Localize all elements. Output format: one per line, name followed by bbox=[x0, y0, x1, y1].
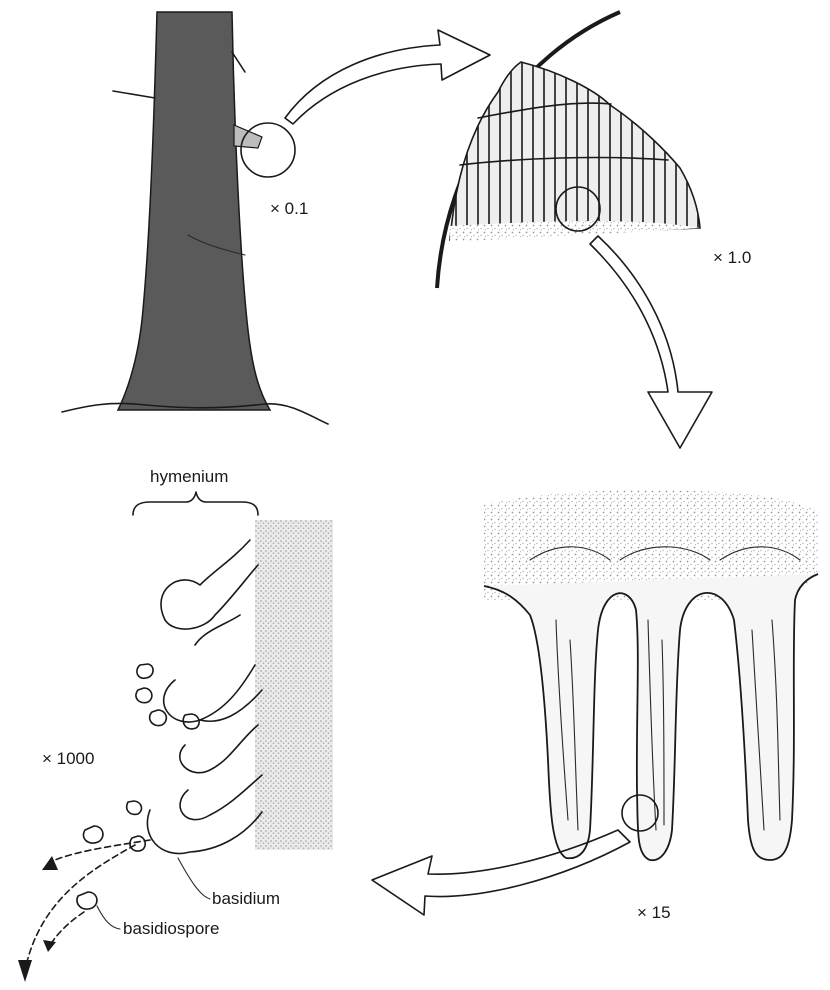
basidia-cells bbox=[147, 540, 262, 854]
tree-trunk bbox=[118, 12, 270, 410]
tree-panel: × 0.1 bbox=[62, 12, 328, 424]
bracket-panel: × 1.0 bbox=[437, 12, 751, 288]
released-spore-2 bbox=[77, 892, 97, 909]
hymenium-bracket bbox=[133, 492, 258, 515]
label-basidium: basidium bbox=[212, 889, 280, 908]
bracket-fungus-body bbox=[450, 62, 700, 240]
arrow-pores-to-hymenium bbox=[372, 830, 630, 915]
label-hymenium: hymenium bbox=[150, 467, 228, 486]
pores-panel: × 15 bbox=[484, 490, 818, 922]
released-spore-1 bbox=[83, 826, 102, 843]
tissue-stipple bbox=[255, 520, 333, 850]
spore-trajectory-1 bbox=[55, 840, 150, 860]
branch-stub-left bbox=[113, 91, 155, 98]
magnification-label-tree: × 0.1 bbox=[270, 199, 308, 218]
arrow-bracket-to-pores bbox=[590, 236, 712, 448]
basidiospore-leader-line bbox=[97, 906, 120, 929]
magnification-label-bracket: × 1.0 bbox=[713, 248, 751, 267]
arrowhead-3 bbox=[43, 940, 56, 952]
label-basidiospore: basidiospore bbox=[123, 919, 219, 938]
magnification-label-pores: × 15 bbox=[637, 903, 671, 922]
magnification-label-hymenium: × 1000 bbox=[42, 749, 94, 768]
arrowhead-2 bbox=[18, 960, 32, 982]
hymenium-panel: hymenium basidium b bbox=[18, 467, 333, 982]
spore-trajectory-3 bbox=[50, 912, 84, 945]
arrowhead-1 bbox=[42, 856, 58, 870]
arrow-tree-to-bracket bbox=[285, 30, 490, 124]
bracket-fungus-small bbox=[234, 125, 262, 148]
basidium-leader-line bbox=[178, 858, 210, 899]
spores-on-hymenium bbox=[127, 664, 199, 851]
magnify-circle-tree bbox=[241, 123, 295, 177]
